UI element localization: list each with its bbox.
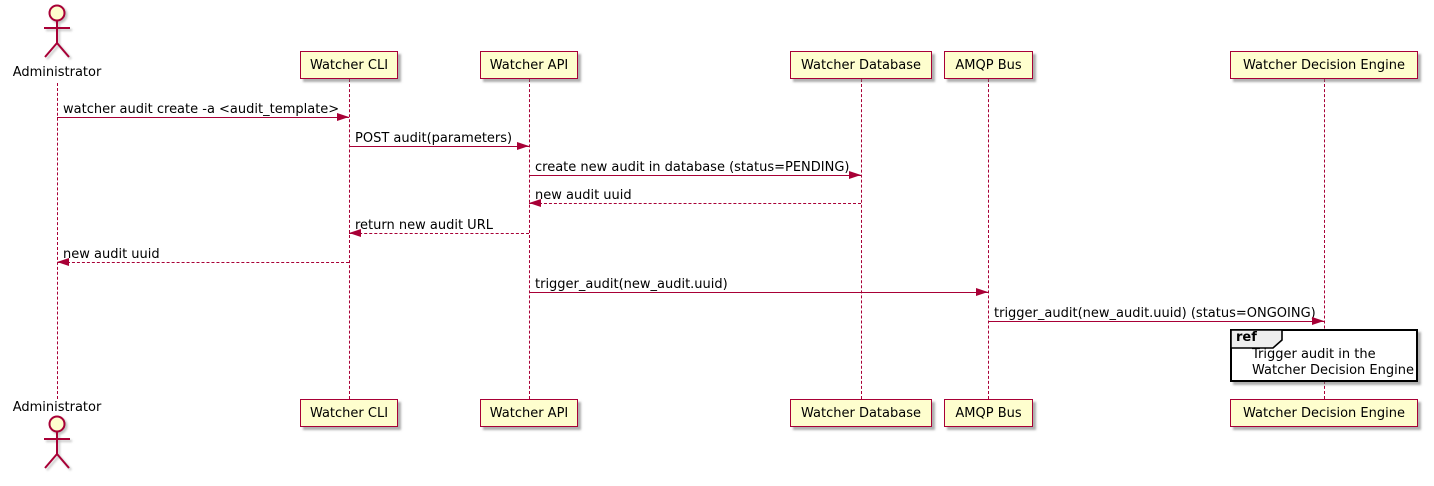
ref-pentagon-icon (1230, 329, 1283, 349)
arrowhead-icon (337, 113, 349, 121)
lifeline-amqp-bus (988, 79, 989, 399)
arrowhead-icon (849, 171, 861, 179)
actor-icon (44, 415, 70, 469)
message-label: watcher audit create -a <audit_template> (63, 102, 340, 117)
arrowhead-icon (529, 199, 541, 207)
participant-amqp-bus-top: AMQP Bus (944, 51, 1033, 79)
actor-label-top: Administrator (12, 65, 102, 80)
participant-label: Watcher API (489, 57, 569, 73)
participant-watcher-decision-engine-bottom: Watcher Decision Engine (1230, 399, 1418, 427)
actor-administrator-top (37, 4, 77, 66)
participant-label: Watcher API (489, 405, 569, 421)
ref-header: ref (1230, 329, 1284, 354)
ref-fragment: ref Trigger audit in the Watcher Decisio… (1230, 329, 1418, 382)
participant-watcher-cli-top: Watcher CLI (300, 51, 398, 79)
message-line (57, 117, 349, 118)
participant-label: Watcher CLI (309, 57, 389, 73)
arrowhead-icon (517, 142, 529, 150)
message-line (988, 321, 1324, 322)
message-label: return new audit URL (355, 218, 493, 233)
participant-watcher-cli-bottom: Watcher CLI (300, 399, 398, 427)
participant-amqp-bus-bottom: AMQP Bus (944, 399, 1033, 427)
arrowhead-icon (1312, 317, 1324, 325)
message-line (57, 262, 349, 263)
participant-label: Watcher CLI (309, 405, 389, 421)
arrowhead-icon (976, 288, 988, 296)
participant-label: Watcher Database (801, 57, 921, 73)
message-label: new audit uuid (535, 188, 632, 203)
lifeline-watcher-decision-engine (1324, 79, 1325, 399)
lifeline-watcher-api (529, 79, 530, 399)
participant-watcher-database-bottom: Watcher Database (790, 399, 932, 427)
message-line (349, 233, 529, 234)
actor-icon (44, 4, 70, 58)
arrowhead-icon (57, 258, 69, 266)
ref-text-line: Watcher Decision Engine (1252, 363, 1414, 378)
participant-label: Watcher Decision Engine (1243, 405, 1405, 421)
participant-label: AMQP Bus (955, 57, 1022, 73)
lifeline-watcher-cli (349, 79, 350, 399)
message-label: POST audit(parameters) (355, 131, 513, 146)
message-label: new audit uuid (63, 247, 160, 262)
message-line (529, 292, 988, 293)
message-label: create new audit in database (status=PEN… (535, 160, 850, 175)
arrowhead-icon (349, 229, 361, 237)
actor-label-bottom: Administrator (12, 400, 102, 415)
participant-label: AMQP Bus (955, 405, 1022, 421)
participant-label: Watcher Decision Engine (1243, 57, 1405, 73)
message-line (529, 175, 861, 176)
message-label: trigger_audit(new_audit.uuid) (status=ON… (994, 306, 1316, 321)
ref-text-line: Trigger audit in the (1252, 347, 1376, 362)
lifeline-administrator (57, 83, 58, 399)
participant-label: Watcher Database (801, 405, 921, 421)
participant-watcher-decision-engine-top: Watcher Decision Engine (1230, 51, 1418, 79)
lifeline-watcher-database (861, 79, 862, 399)
message-line (349, 146, 529, 147)
message-line (529, 203, 861, 204)
message-label: trigger_audit(new_audit.uuid) (535, 277, 728, 292)
participant-watcher-database-top: Watcher Database (790, 51, 932, 79)
participant-watcher-api-top: Watcher API (480, 51, 578, 79)
actor-administrator-bottom (37, 415, 77, 477)
ref-keyword: ref (1236, 330, 1257, 345)
participant-watcher-api-bottom: Watcher API (480, 399, 578, 427)
